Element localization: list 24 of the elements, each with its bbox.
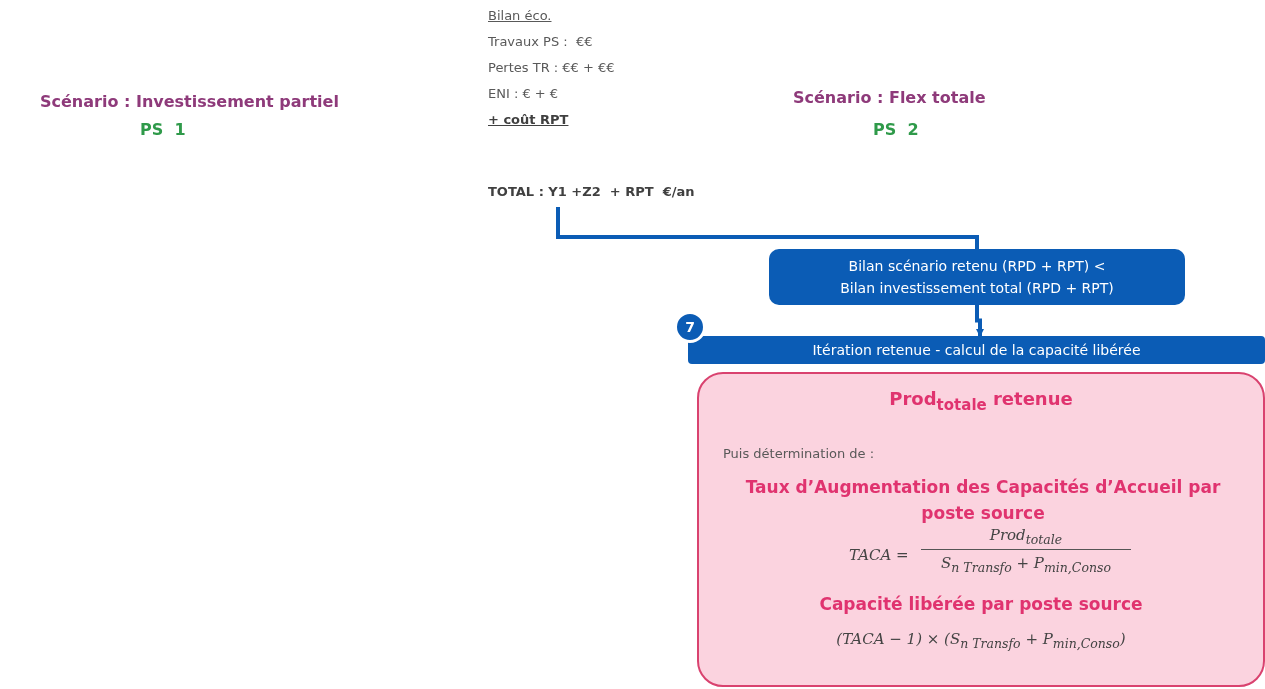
scenario-title: Scénario : Flex totale: [793, 88, 986, 107]
intro-text: Puis détermination de :: [723, 446, 875, 461]
step-number-badge: 7: [674, 311, 706, 343]
result-heading: Taux d’Augmentation des Capacités d’Accueil par poste source: [744, 476, 1222, 525]
cost-line: ENI : € + €: [488, 86, 559, 101]
cost-line: + coût RPT: [488, 112, 569, 127]
process-box: Bilan scénario retenu (RPD + RPT) < Bilan investissement total (RPD + RPT): [769, 249, 1185, 305]
card-heading: Prod$_{totale}$ retenue: [888, 388, 1074, 414]
connector-line: [556, 207, 979, 249]
formula-text: TACA =: [849, 546, 909, 564]
arrow: [975, 305, 984, 337]
step-banner: Itération retenue - calcul de la capacité libérée: [688, 336, 1265, 364]
section-heading: Bilan éco.: [488, 8, 552, 23]
total-line: TOTAL : Y1 +Z2 + RPT €/an: [488, 184, 695, 199]
scenario-title: Scénario : Investissement partiel: [40, 92, 339, 111]
formula-text: (TACA − 1) × (S$_{n Transfo}$ + P$_{min,Conso}$): [835, 630, 1127, 651]
substation-label: PS 2: [873, 120, 919, 139]
fraction-denominator: S$_{n Transfo}$ + P$_{min,Conso}$: [940, 554, 1112, 575]
cost-line: Travaux PS : €€: [488, 34, 593, 49]
substation-label: PS 1: [140, 120, 186, 139]
result-card: [697, 372, 1265, 687]
result-heading: Capacité libérée par poste source: [818, 594, 1144, 614]
fraction-numerator: Prod$_{totale}$: [921, 526, 1131, 550]
cost-line: Pertes TR : €€ + €€: [488, 60, 615, 75]
